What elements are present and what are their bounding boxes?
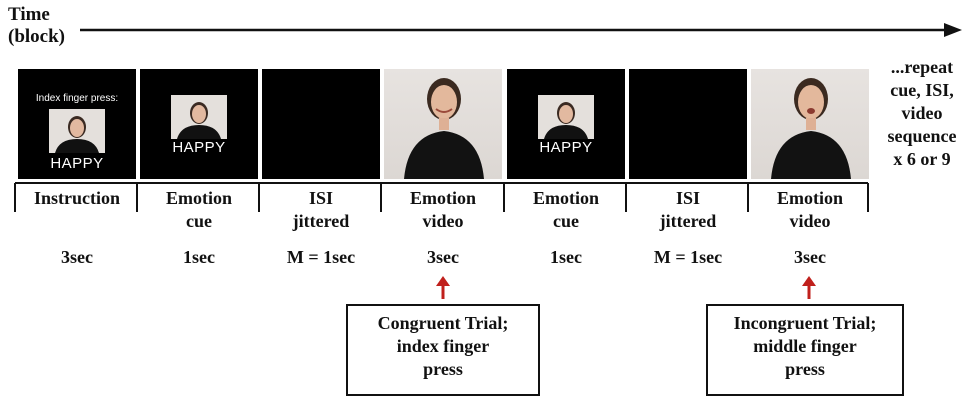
face-thumbnail-icon: [538, 95, 594, 139]
repeat-note: ...repeat cue, ISI, video sequence x 6 o…: [876, 56, 968, 171]
time-label-line1: Time: [8, 4, 50, 25]
col-title-line2: cue: [553, 211, 579, 231]
col-title-line1: Instruction: [33, 188, 120, 208]
isi-frame-2: [629, 69, 747, 179]
time-axis-arrow: [80, 23, 962, 37]
repeat-line4: sequence: [887, 126, 957, 146]
face-thumbnail-icon: [171, 95, 227, 139]
timeline-bracket: [14, 182, 869, 212]
callout-line2: middle finger: [753, 336, 857, 356]
red-up-arrow-icon: [802, 276, 816, 299]
duration-emotion-video-1: 3sec: [427, 247, 459, 267]
repeat-line5: x 6 or 9: [893, 149, 951, 169]
face-video-icon: [404, 78, 484, 179]
col-title-line1: Emotion: [409, 188, 476, 208]
cue-happy-label-2: HAPPY: [539, 139, 593, 156]
emotion-video-frame-2: [751, 69, 869, 179]
duration-emotion-cue-1: 1sec: [183, 247, 215, 267]
isi-frame-1: [262, 69, 380, 179]
callout-line3: press: [785, 359, 825, 379]
emotion-cue-frame-2: HAPPY: [507, 69, 625, 179]
emotion-cue-frame-1: HAPPY: [140, 69, 258, 179]
face-video-icon: [771, 78, 851, 179]
col-title-line1: Emotion: [165, 188, 232, 208]
cue-happy-label-1: HAPPY: [172, 139, 226, 156]
col-title-emotion-cue-1: Emotion cue: [140, 187, 258, 233]
duration-isi-1: M = 1sec: [286, 247, 356, 267]
callout-line1: Incongruent Trial;: [733, 313, 877, 333]
incongruent-trial-callout: Incongruent Trial; middle finger press: [706, 304, 904, 396]
repeat-line3: video: [901, 103, 943, 123]
time-label-line2: (block): [8, 26, 65, 47]
col-title-isi-2: ISI jittered: [629, 187, 747, 233]
col-title-line1: Emotion: [776, 188, 843, 208]
callout-line3: press: [423, 359, 463, 379]
col-title-line1: ISI: [675, 188, 701, 208]
col-title-emotion-cue-2: Emotion cue: [507, 187, 625, 233]
col-title-instruction: Instruction: [18, 187, 136, 210]
col-title-line2: video: [789, 211, 831, 231]
col-title-line1: ISI: [308, 188, 334, 208]
col-title-emotion-video-1: Emotion video: [384, 187, 502, 233]
duration-instruction: 3sec: [61, 247, 93, 267]
col-title-isi-1: ISI jittered: [262, 187, 380, 233]
red-up-arrow-icon: [436, 276, 450, 299]
time-axis-label: Time (block): [8, 4, 65, 48]
col-title-line2: jittered: [659, 211, 717, 231]
col-title-line1: Emotion: [532, 188, 599, 208]
callout-line1: Congruent Trial;: [377, 313, 509, 333]
callout-line2: index finger: [396, 336, 490, 356]
col-title-line2: jittered: [292, 211, 350, 231]
duration-emotion-video-2: 3sec: [794, 247, 826, 267]
instruction-frame: Index finger press: HAPPY: [18, 69, 136, 179]
repeat-line2: cue, ISI,: [890, 80, 954, 100]
repeat-line1: ...repeat: [890, 57, 954, 77]
col-title-line2: video: [422, 211, 464, 231]
duration-isi-2: M = 1sec: [653, 247, 723, 267]
col-title-emotion-video-2: Emotion video: [751, 187, 869, 233]
instruction-overlay-text: Index finger press:: [35, 93, 119, 104]
emotion-video-frame-1: [384, 69, 502, 179]
congruent-trial-callout: Congruent Trial; index finger press: [346, 304, 540, 396]
face-thumbnail-icon: [49, 109, 105, 153]
instruction-happy-label: HAPPY: [50, 155, 104, 172]
col-title-line2: cue: [186, 211, 212, 231]
duration-emotion-cue-2: 1sec: [550, 247, 582, 267]
